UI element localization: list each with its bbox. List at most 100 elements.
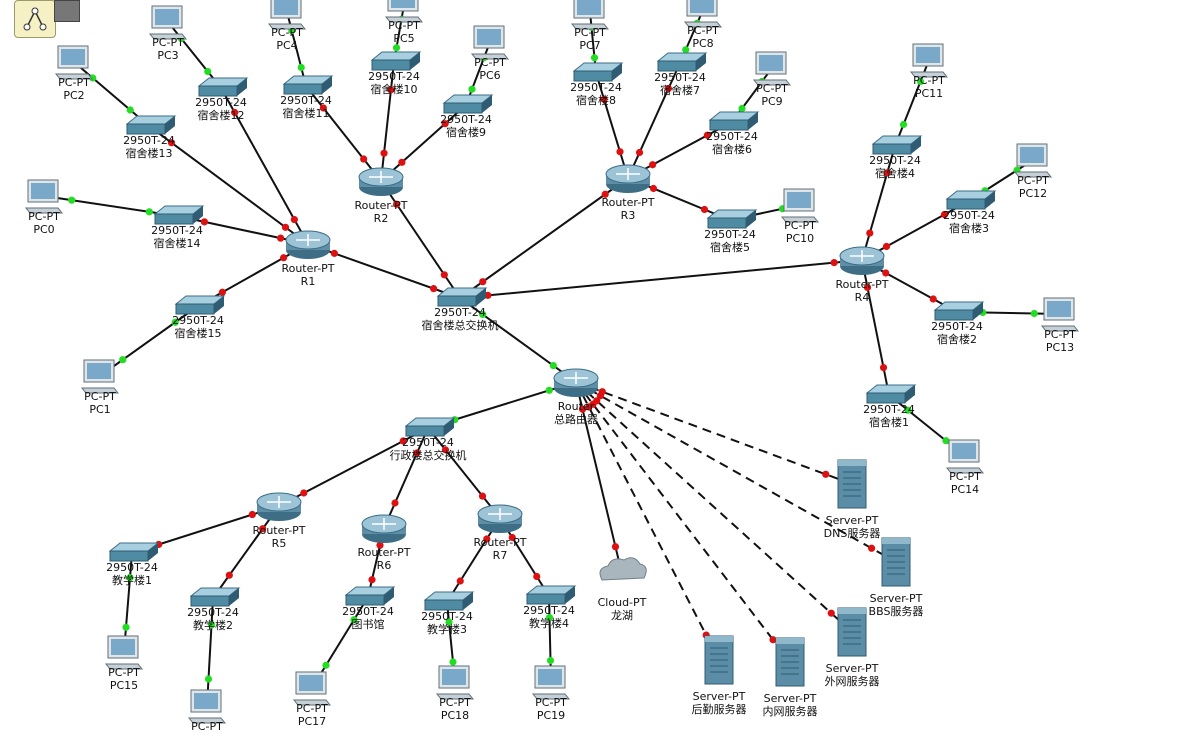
- link-s15-pc1[interactable]: [99, 305, 199, 377]
- link-swa-r5[interactable]: [278, 427, 429, 507]
- link-line[interactable]: [575, 381, 853, 633]
- link-s13-pc2[interactable]: [73, 61, 150, 127]
- link-r2-s10[interactable]: [380, 61, 395, 182]
- link-line[interactable]: [383, 427, 429, 529]
- link-r0-dns[interactable]: [575, 381, 853, 485]
- link-r1-s13[interactable]: [148, 125, 309, 245]
- link-line[interactable]: [595, 72, 629, 179]
- link-line[interactable]: [575, 381, 623, 575]
- link-r3-s8[interactable]: [595, 72, 629, 179]
- link-line[interactable]: [167, 21, 222, 89]
- toolbar-button[interactable]: [54, 0, 80, 22]
- link-line[interactable]: [206, 597, 214, 707]
- link-line[interactable]: [459, 177, 629, 299]
- link-line[interactable]: [380, 61, 395, 182]
- link-line[interactable]: [148, 125, 309, 245]
- link-line[interactable]: [575, 381, 791, 663]
- link-s14-pc0[interactable]: [43, 195, 178, 217]
- link-swd-r0[interactable]: [459, 297, 577, 383]
- link-r0-intra[interactable]: [575, 381, 791, 663]
- link-swa-r6[interactable]: [383, 427, 429, 529]
- link-r3-s7[interactable]: [627, 62, 681, 179]
- link-line[interactable]: [575, 381, 853, 485]
- link-r2-s11[interactable]: [305, 85, 382, 182]
- pc-pc16[interactable]: PC-PT: [187, 689, 227, 733]
- link-r0-cloud[interactable]: [575, 381, 623, 575]
- link-r1-s12[interactable]: [220, 87, 309, 245]
- link-line[interactable]: [861, 145, 896, 261]
- link-r4-swd[interactable]: [459, 259, 863, 299]
- link-swa-r7[interactable]: [427, 427, 501, 519]
- link-line[interactable]: [575, 381, 720, 661]
- link-line[interactable]: [305, 85, 382, 182]
- link-line[interactable]: [43, 195, 178, 217]
- link-r2-s9[interactable]: [380, 104, 467, 182]
- link-r1-swd[interactable]: [307, 243, 461, 299]
- link-line[interactable]: [627, 62, 681, 179]
- link-line[interactable]: [575, 381, 897, 563]
- link-r5-t2[interactable]: [212, 505, 280, 599]
- link-r4-s4[interactable]: [861, 145, 896, 261]
- link-line[interactable]: [212, 505, 280, 599]
- link-t2-pc16[interactable]: [204, 597, 216, 707]
- link-line[interactable]: [427, 427, 501, 519]
- link-r4-s1[interactable]: [861, 259, 890, 396]
- link-line[interactable]: [861, 259, 890, 396]
- link-line[interactable]: [99, 305, 199, 377]
- link-line[interactable]: [380, 104, 467, 182]
- link-line[interactable]: [459, 297, 577, 383]
- link-r3-swd[interactable]: [459, 177, 629, 299]
- link-r0-bbs[interactable]: [575, 381, 897, 563]
- link-line[interactable]: [380, 180, 461, 299]
